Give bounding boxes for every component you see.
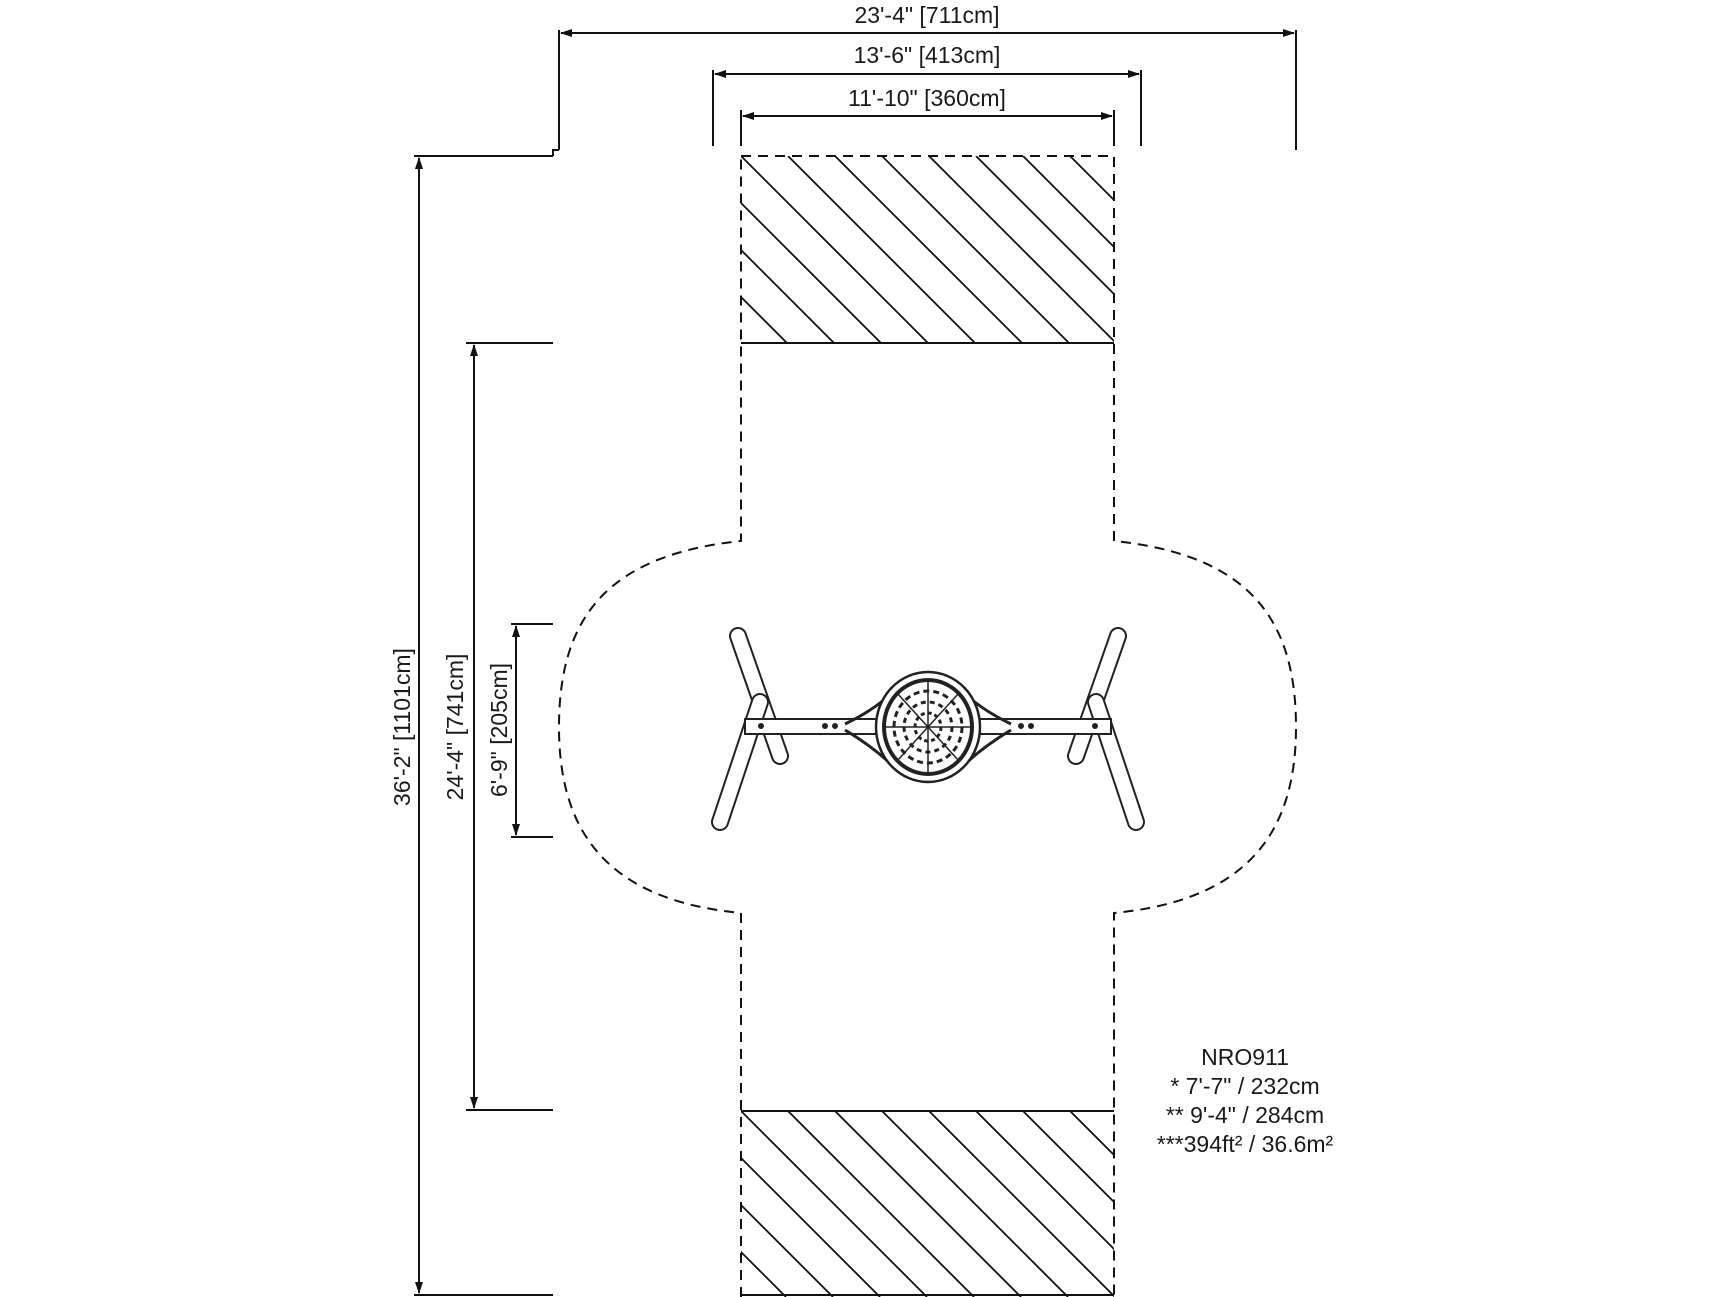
dimension-width-middle: 13'-6" [413cm] <box>712 42 1142 146</box>
safety-zone-top <box>741 156 1114 344</box>
width-middle-label: 13'-6" [413cm] <box>854 42 1001 68</box>
width-overall-label: 23'-4" [711cm] <box>854 2 999 28</box>
swing-structure <box>711 627 1145 831</box>
dimension-length-overall: 36'-2" [1101cm] <box>389 149 559 1296</box>
nest-seat <box>874 670 982 784</box>
dimension-width-overall: 23'-4" [711cm] <box>558 2 1297 150</box>
dimension-width-inner: 11'-10" [360cm] <box>740 85 1115 146</box>
length-inner-label: 6'-9" [205cm] <box>486 663 512 797</box>
notes-block: NRO911 * 7'-7" / 232cm ** 9'-4" / 284cm … <box>1157 1044 1334 1157</box>
length-middle-label: 24'-4" [741cm] <box>442 654 468 801</box>
note-line-3: ***394ft² / 36.6m² <box>1157 1131 1334 1157</box>
width-inner-label: 11'-10" [360cm] <box>848 85 1006 111</box>
use-zone-outline <box>557 155 1298 1297</box>
length-overall-label: 36'-2" [1101cm] <box>389 648 415 806</box>
note-line-1: * 7'-7" / 232cm <box>1170 1073 1319 1099</box>
note-line-2: ** 9'-4" / 284cm <box>1166 1102 1324 1128</box>
safety-zone-bottom <box>741 1110 1114 1297</box>
dimension-length-inner: 6'-9" [205cm] <box>486 623 553 838</box>
product-code: NRO911 <box>1201 1044 1289 1070</box>
dimension-length-middle: 24'-4" [741cm] <box>442 342 553 1111</box>
